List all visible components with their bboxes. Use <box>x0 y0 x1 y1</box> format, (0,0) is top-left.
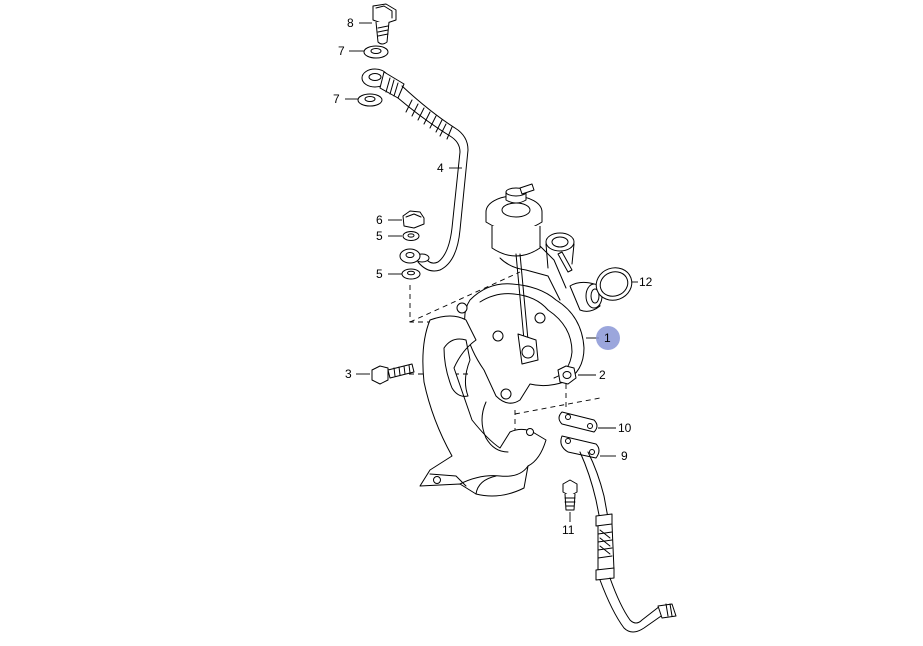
part-12-o-ring <box>595 267 633 301</box>
banjo-fitting <box>361 68 405 99</box>
callout-1-highlight <box>596 326 620 350</box>
part-10-gasket <box>558 411 598 433</box>
callout-2: 2 <box>599 368 606 382</box>
leader-lines <box>345 22 638 522</box>
callout-5: 5 <box>376 267 383 281</box>
callout-12: 12 <box>639 275 653 289</box>
part-5-washer-lower <box>401 268 421 280</box>
callout-10: 10 <box>618 421 632 435</box>
part-2-nut <box>557 365 577 385</box>
part-3-bolt <box>371 363 415 385</box>
callout-11: 11 <box>562 523 575 537</box>
part-4-oil-feed-pipe <box>397 85 469 272</box>
part-7-washer-upper <box>363 45 389 59</box>
callout-3: 3 <box>345 367 352 381</box>
part-7-washer-lower <box>357 93 383 107</box>
callout-labels: 8 7 7 4 6 5 5 12 1 3 2 10 9 11 <box>333 16 653 537</box>
callout-7: 7 <box>333 92 340 106</box>
callout-4: 4 <box>437 161 444 175</box>
part-5-washer-upper <box>402 231 420 241</box>
callout-7: 7 <box>338 44 345 58</box>
callout-1: 1 <box>604 331 611 345</box>
part-11-stud <box>562 479 578 511</box>
part-6-nut <box>402 210 425 229</box>
part-9-oil-return-line <box>560 435 677 633</box>
part-8-banjo-bolt <box>372 3 397 45</box>
callout-8: 8 <box>347 16 354 30</box>
callout-5: 5 <box>376 229 383 243</box>
banjo-lower-fitting <box>399 248 421 264</box>
callout-6: 6 <box>376 213 383 227</box>
part-1-turbocharger <box>419 183 603 497</box>
callout-9: 9 <box>621 449 628 463</box>
